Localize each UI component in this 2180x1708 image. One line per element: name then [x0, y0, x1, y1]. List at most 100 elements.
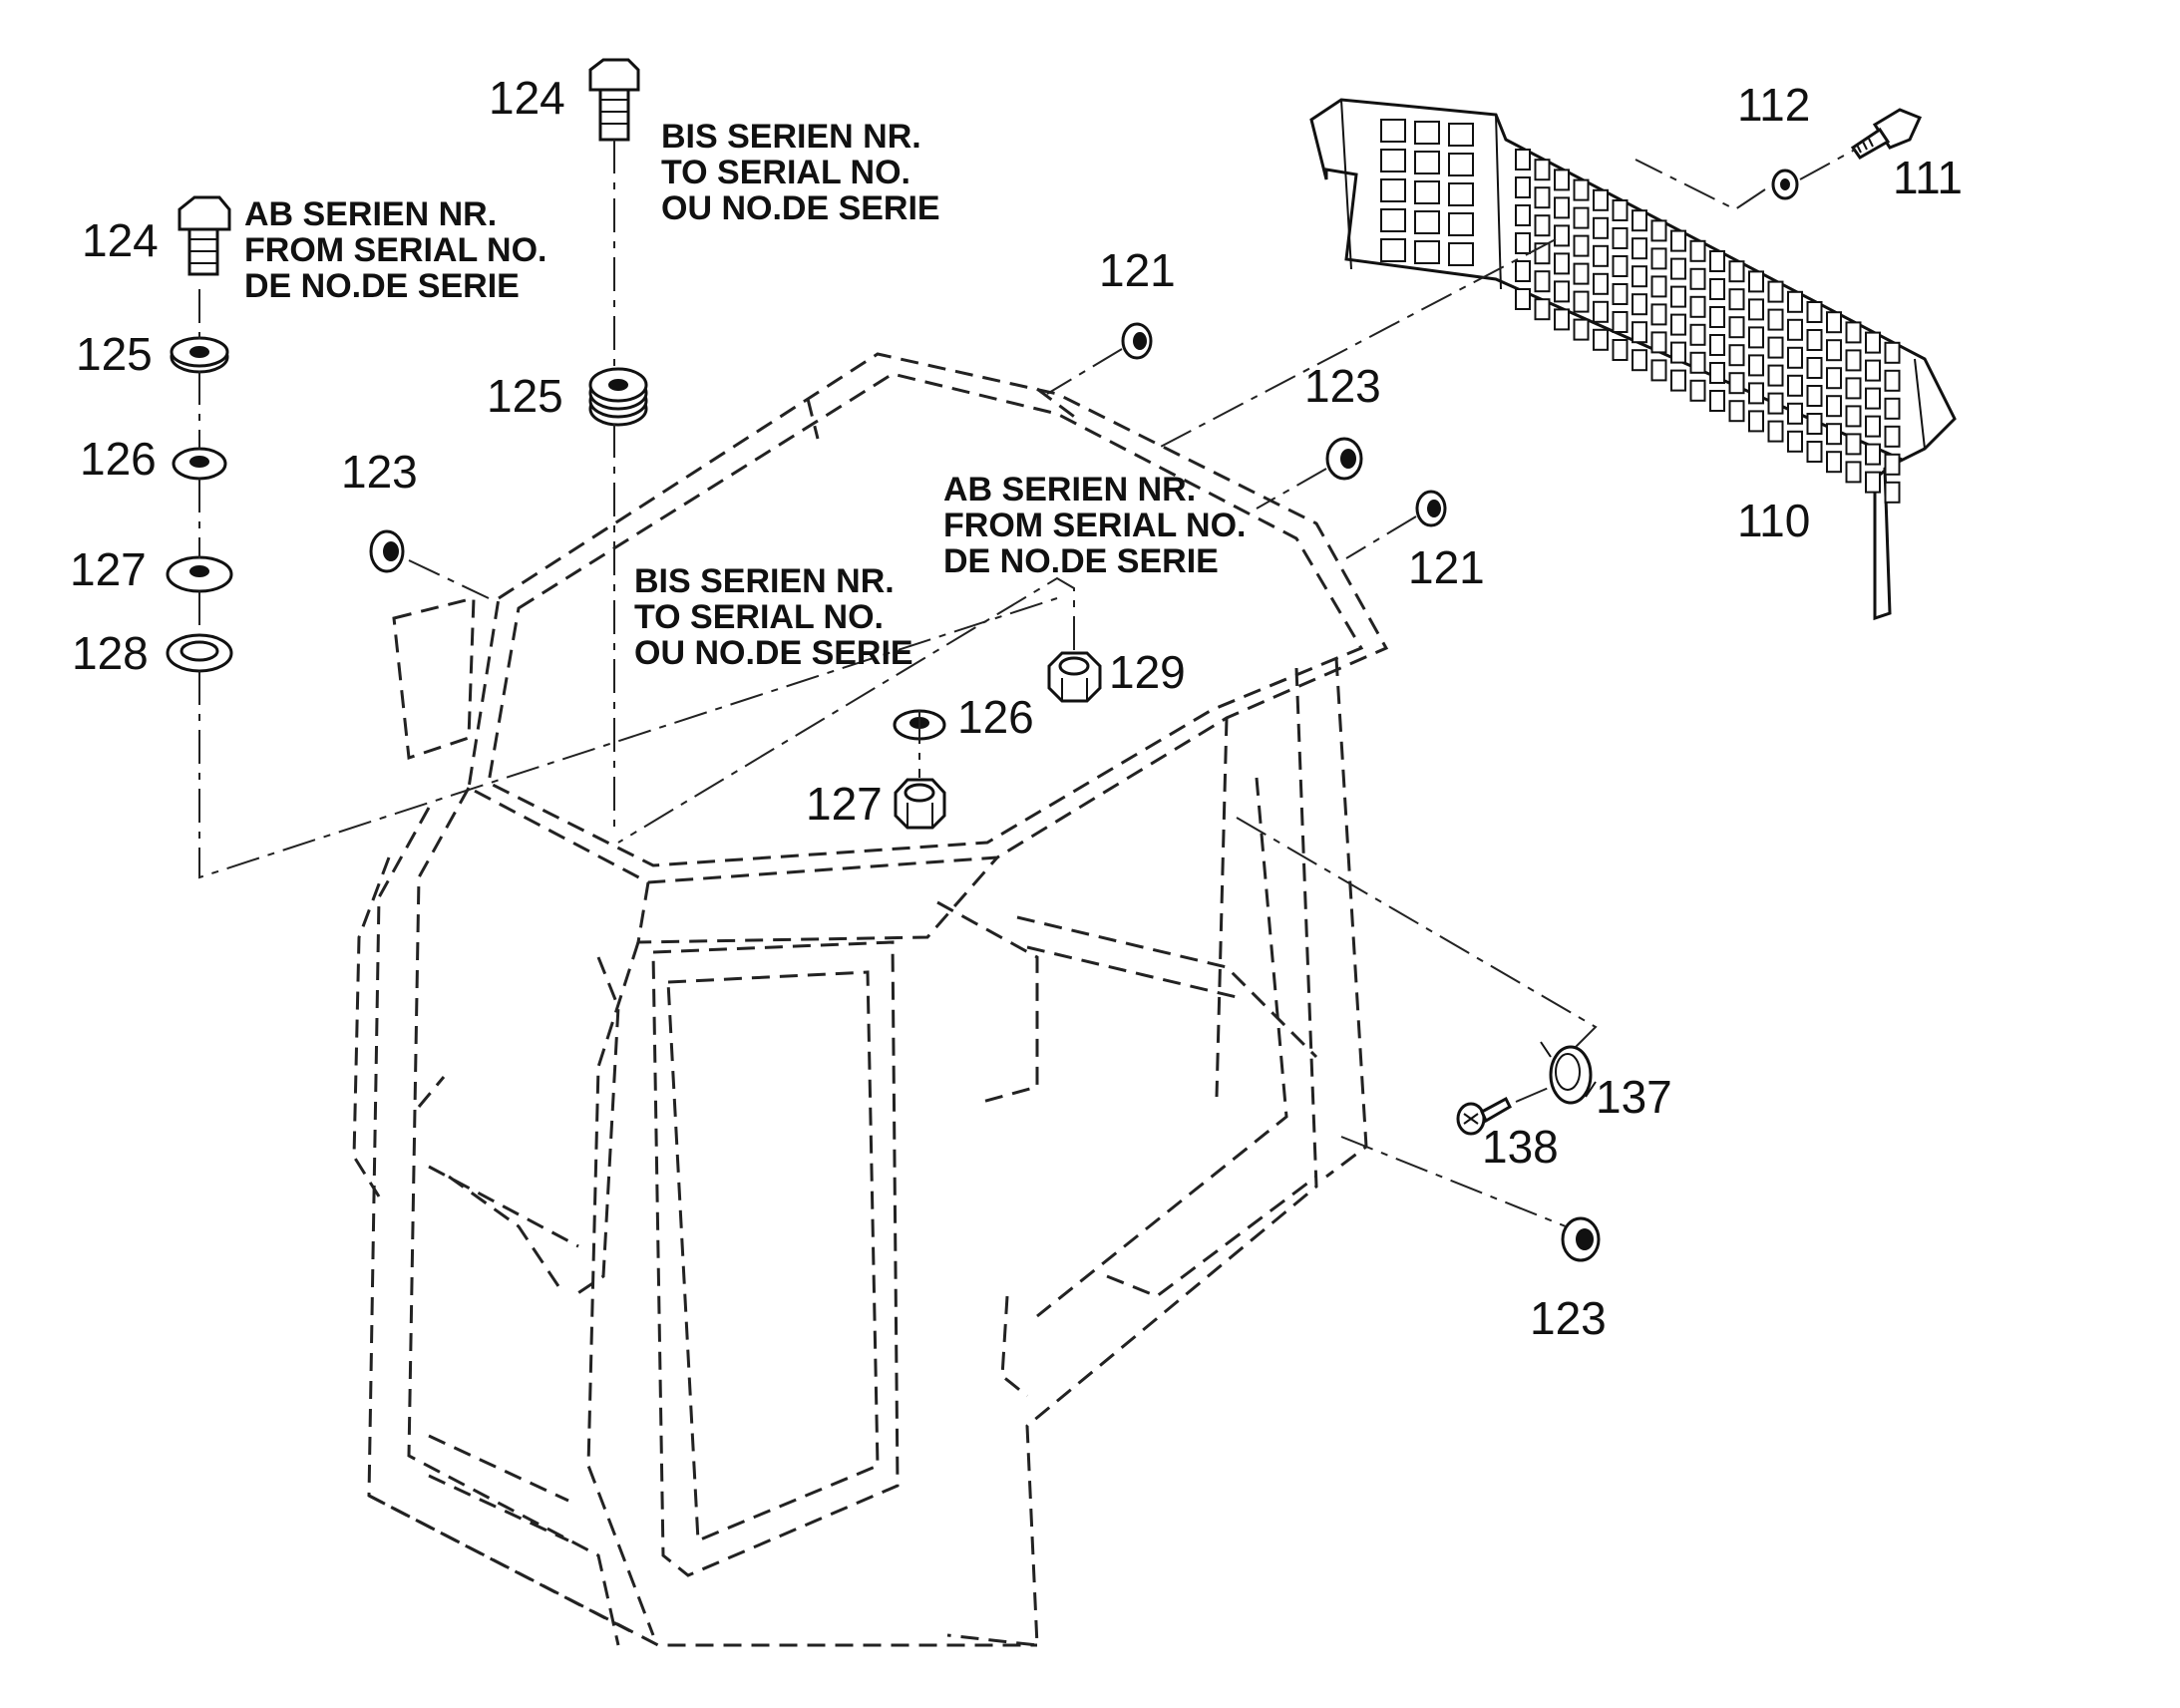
grille-square — [1845, 433, 1862, 456]
grille-square — [1554, 280, 1570, 303]
grille-square — [1787, 290, 1803, 313]
grille-square — [1767, 280, 1784, 303]
grille-square — [1554, 196, 1570, 219]
grille-square — [1845, 405, 1862, 428]
note-line: OU NO.DE SERIE — [661, 189, 940, 227]
grille-square — [1380, 119, 1406, 143]
washer-128-icon — [166, 633, 233, 673]
callout-137: 137 — [1596, 1071, 1672, 1123]
note-line: FROM SERIAL NO. — [244, 231, 547, 269]
callout-125-top: 125 — [487, 370, 563, 422]
grille-square — [1414, 151, 1440, 174]
washer-112-icon — [1771, 169, 1799, 200]
bolt-124-top-icon — [588, 58, 640, 142]
grille-square — [1534, 159, 1551, 181]
grille-square — [1865, 387, 1881, 410]
grille-square — [1826, 367, 1842, 390]
grille-square — [1845, 321, 1862, 344]
grille-square — [1515, 288, 1531, 310]
grille-square — [1414, 121, 1440, 145]
grille-square — [1748, 354, 1764, 377]
callout-127-left: 127 — [70, 543, 147, 595]
grille-square — [1593, 328, 1609, 351]
grille-square — [1767, 420, 1784, 443]
grille-square — [1806, 441, 1823, 463]
callout-127-mid: 127 — [806, 778, 883, 830]
callout-123-mid: 123 — [1304, 360, 1381, 412]
grille-square — [1689, 379, 1706, 402]
grille-square — [1748, 326, 1764, 349]
grille-square — [1709, 250, 1725, 272]
grille-square — [1632, 265, 1647, 288]
grille-square — [1573, 262, 1590, 285]
grille-square — [1612, 311, 1629, 333]
callout-124-left: 124 — [82, 214, 159, 266]
note-line: AB SERIEN NR. — [943, 471, 1196, 509]
grille-square — [1884, 481, 1901, 504]
callout-123-left: 123 — [341, 446, 418, 498]
grille-square — [1748, 298, 1764, 321]
grille-square — [1728, 316, 1745, 339]
grille-square — [1534, 186, 1551, 209]
nut-127-mid-icon — [894, 778, 946, 830]
grille-square — [1573, 178, 1590, 201]
leader-lines — [198, 140, 1856, 1227]
grille-square — [1670, 285, 1686, 308]
grille-square — [1787, 374, 1803, 397]
grille-square — [1448, 242, 1474, 266]
grille-square — [1806, 413, 1823, 435]
note-ab-left: AB SERIEN NR. FROM SERIAL NO. DE NO.DE S… — [244, 195, 547, 305]
callout-138: 138 — [1482, 1121, 1559, 1173]
note-line: TO SERIAL NO. — [634, 598, 884, 636]
grille-square — [1612, 227, 1629, 249]
grille-square — [1670, 257, 1686, 280]
screw-138-icon — [1456, 1096, 1512, 1136]
grille-square — [1670, 369, 1686, 392]
grille-square — [1380, 238, 1406, 262]
grille-square — [1845, 377, 1862, 400]
grille-square — [1767, 364, 1784, 387]
grille-square — [1448, 212, 1474, 236]
callout-123-bottom: 123 — [1530, 1292, 1607, 1344]
grille-square — [1414, 240, 1440, 264]
grille-square — [1380, 149, 1406, 172]
grille-square — [1709, 362, 1725, 384]
grille-square — [1670, 313, 1686, 336]
grille-square — [1448, 123, 1474, 147]
grille-square — [1845, 461, 1862, 484]
grille-square — [1728, 344, 1745, 367]
note-line: FROM SERIAL NO. — [943, 507, 1247, 544]
callout-125-left: 125 — [76, 328, 153, 380]
callout-124-top: 124 — [489, 72, 565, 124]
grille-square — [1650, 275, 1667, 298]
grille-square — [1748, 410, 1764, 433]
grommet-123-right-icon — [1325, 437, 1363, 481]
grille-square — [1689, 295, 1706, 318]
callout-129: 129 — [1109, 646, 1186, 698]
grille-square — [1632, 321, 1647, 344]
grille-square — [1612, 339, 1629, 361]
grille-square — [1884, 397, 1901, 420]
cab-frame — [352, 352, 1389, 1647]
grille-square — [1380, 208, 1406, 232]
grille-square — [1650, 359, 1667, 382]
grille-square — [1709, 390, 1725, 412]
grille-square — [1534, 270, 1551, 293]
grille-square — [1787, 430, 1803, 453]
grille-square — [1884, 425, 1901, 448]
grille-square — [1632, 237, 1647, 260]
grille-square — [1554, 224, 1570, 247]
grille-square — [1826, 451, 1842, 474]
grille-square — [1670, 229, 1686, 252]
grille-square — [1728, 260, 1745, 283]
grille-square — [1865, 415, 1881, 438]
grille-square — [1554, 252, 1570, 275]
grille-square — [1448, 153, 1474, 176]
note-line: BIS SERIEN NR. — [634, 562, 895, 600]
washer-125-left-icon — [170, 336, 229, 374]
grille-square — [1787, 318, 1803, 341]
grille-square — [1845, 349, 1862, 372]
note-line: DE NO.DE SERIE — [943, 542, 1219, 580]
grille-square — [1709, 278, 1725, 300]
washer-126-left-icon — [172, 447, 227, 481]
